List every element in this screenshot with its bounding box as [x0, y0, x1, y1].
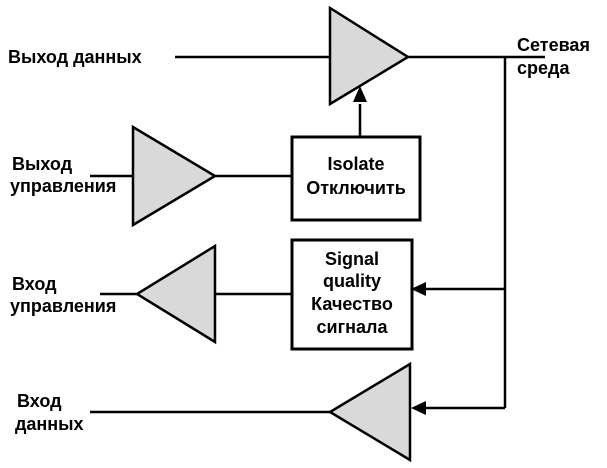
network-medium-label-2: среда [517, 58, 570, 78]
signal-quality-box [290, 238, 414, 351]
data-in-label-2: данных [15, 414, 84, 434]
data-in-amplifier [327, 361, 412, 463]
data-out-label: Выход данных [8, 47, 142, 67]
control-out-label-1: Выход [12, 154, 73, 174]
data-in-label-1: Вход [17, 391, 62, 411]
isolate-box [290, 135, 422, 222]
arrow-left-icon [411, 282, 426, 296]
control-in-amplifier [134, 243, 217, 345]
control-out-amplifier [131, 124, 218, 228]
signal-quality-label-4: сигнала [317, 317, 389, 337]
signal-quality-label-1: Signal [325, 249, 379, 269]
network-medium-label-1: Сетевая [517, 35, 590, 55]
control-out-label-2: управления [10, 176, 116, 196]
signal-quality-label-3: Качество [311, 294, 393, 314]
isolate-box-label-1: Isolate [327, 154, 384, 174]
isolate-box-label-2: Отключить [306, 178, 406, 198]
data-out-amplifier [328, 5, 411, 107]
arrow-up-icon [353, 86, 367, 102]
arrow-left-icon [411, 401, 426, 415]
signal-quality-label-2: quality [323, 271, 381, 291]
control-in-label-1: Вход [12, 274, 57, 294]
control-in-label-2: управления [10, 296, 116, 316]
